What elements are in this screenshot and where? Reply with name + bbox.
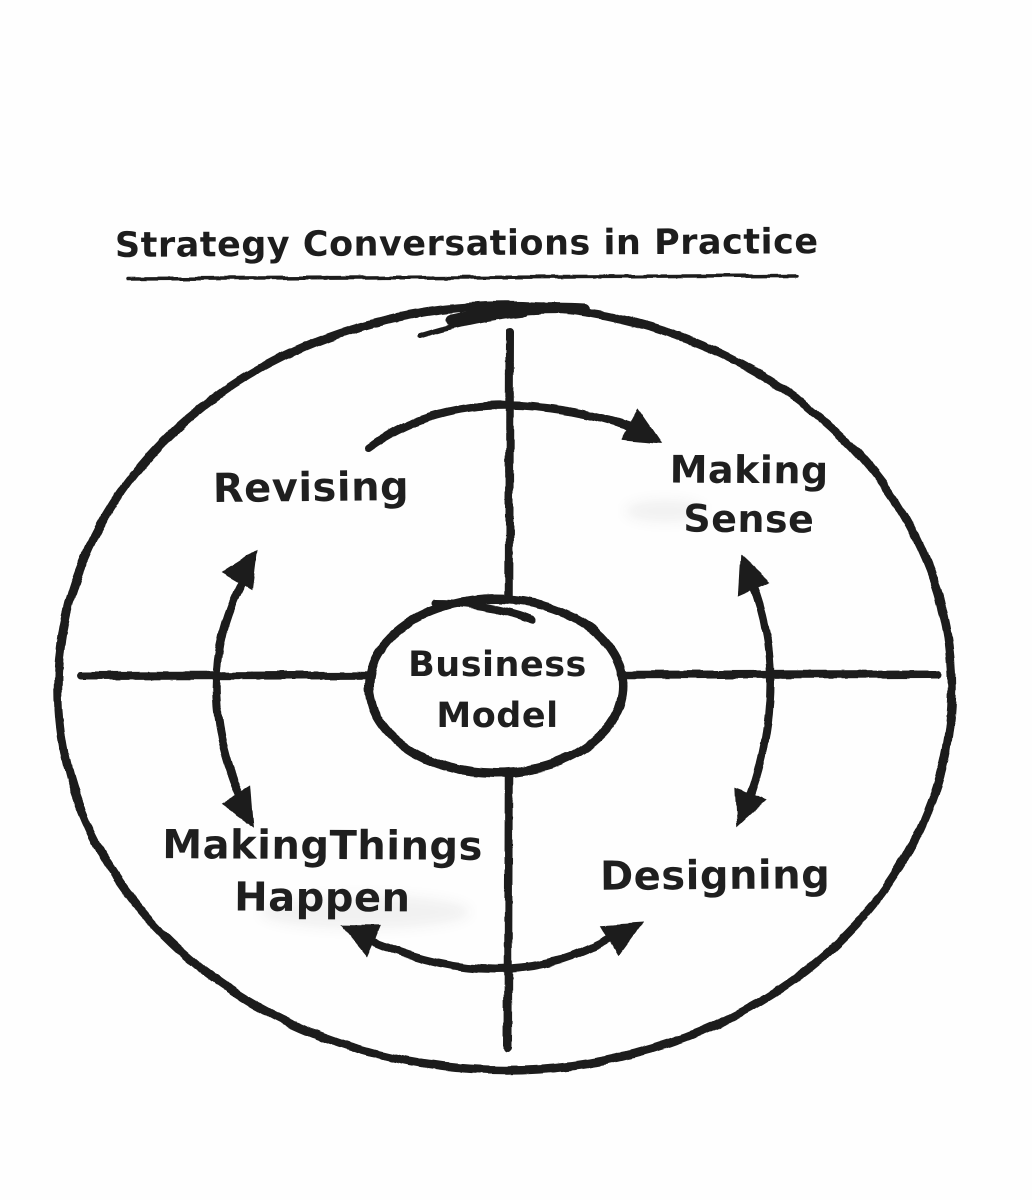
center-ellipse-overlap-scribble <box>432 599 536 624</box>
label-designing: Designing <box>599 852 831 900</box>
paper-smudge <box>625 500 705 522</box>
outer-ellipse-overlap-scribble <box>446 302 591 326</box>
label-making-sense: Making Sense <box>669 447 829 542</box>
left-arrow <box>212 549 258 828</box>
center-ellipse <box>364 594 628 778</box>
label-making-things-happen: MakingThings Happen <box>162 822 484 922</box>
right-arrow <box>734 554 775 828</box>
title-underline <box>126 274 799 281</box>
bottom-arrow <box>340 923 643 974</box>
label-business-model: Business Model <box>408 645 587 736</box>
top-arrow <box>364 401 662 452</box>
paper-smudge <box>260 895 470 929</box>
label-revising: Revising <box>212 463 410 513</box>
diagram-title: Strategy Conversations in Practice <box>114 222 819 266</box>
outer-ellipse-overlap-scribble <box>417 311 528 339</box>
